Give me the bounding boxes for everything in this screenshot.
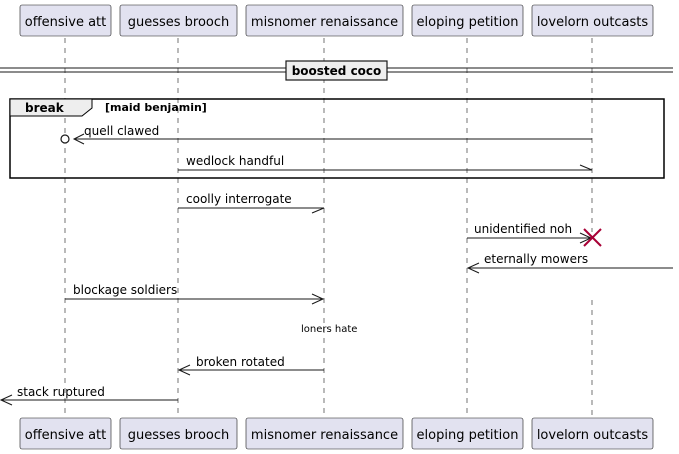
message-label: wedlock handful xyxy=(186,154,284,168)
participant-label: offensive att xyxy=(25,428,107,443)
message-label: unidentified noh xyxy=(474,222,572,236)
message-label: eternally mowers xyxy=(484,252,588,266)
message-broken-rotated: broken rotated xyxy=(177,355,324,376)
participant-label: guesses brooch xyxy=(128,428,230,443)
participant-label: eloping petition xyxy=(417,15,519,30)
participants-top: offensive att guesses brooch misnomer re… xyxy=(19,4,654,37)
participant-label: misnomer renaissance xyxy=(251,15,398,30)
message-quell-clawed: quell clawed xyxy=(60,124,592,145)
message-label: coolly interrogate xyxy=(186,192,292,206)
participant-label: offensive att xyxy=(25,15,107,30)
delay-note: loners hate xyxy=(301,324,357,335)
participant-misnomer-renaissance-top: misnomer renaissance xyxy=(245,4,404,37)
divider-label: boosted coco xyxy=(292,64,382,78)
message-label: quell clawed xyxy=(84,124,159,138)
group-keyword: break xyxy=(25,101,65,115)
break-group: break [maid benjamin] xyxy=(9,98,665,179)
message-stack-ruptured: stack ruptured xyxy=(0,385,178,406)
message-label: blockage soldiers xyxy=(73,283,177,297)
group-condition: [maid benjamin] xyxy=(105,101,207,114)
divider: boosted coco xyxy=(0,60,673,81)
participant-label: misnomer renaissance xyxy=(251,428,398,443)
message-label: stack ruptured xyxy=(17,385,105,399)
message-blockage-soldiers: blockage soldiers xyxy=(65,283,325,305)
destroy-x-icon xyxy=(583,228,602,247)
participant-label: lovelorn outcasts xyxy=(537,15,649,30)
message-label: broken rotated xyxy=(196,355,285,369)
delay-label: loners hate xyxy=(301,324,357,335)
participant-eloping-petition-top: eloping petition xyxy=(411,4,524,37)
participant-lovelorn-outcasts-top: lovelorn outcasts xyxy=(531,4,654,37)
participant-label: lovelorn outcasts xyxy=(537,428,649,443)
messages: quell clawed wedlock handful coolly inte… xyxy=(0,124,673,406)
participant-offensive-att-top: offensive att xyxy=(19,4,112,37)
participant-eloping-petition-bottom: eloping petition xyxy=(411,417,524,450)
participant-lovelorn-outcasts-bottom: lovelorn outcasts xyxy=(531,417,654,450)
message-wedlock-handful: wedlock handful xyxy=(178,154,593,171)
message-eternally-mowers: eternally mowers xyxy=(466,252,673,274)
participant-label: guesses brooch xyxy=(128,15,230,30)
participant-offensive-att-bottom: offensive att xyxy=(19,417,112,450)
participant-guesses-brooch-bottom: guesses brooch xyxy=(119,417,238,450)
participant-label: eloping petition xyxy=(417,428,519,443)
message-coolly-interrogate: coolly interrogate xyxy=(178,192,325,214)
participants-bottom: offensive att guesses brooch misnomer re… xyxy=(19,417,654,450)
participant-misnomer-renaissance-bottom: misnomer renaissance xyxy=(245,417,404,450)
message-unidentified-noh: unidentified noh xyxy=(467,222,593,244)
participant-guesses-brooch-top: guesses brooch xyxy=(119,4,238,37)
